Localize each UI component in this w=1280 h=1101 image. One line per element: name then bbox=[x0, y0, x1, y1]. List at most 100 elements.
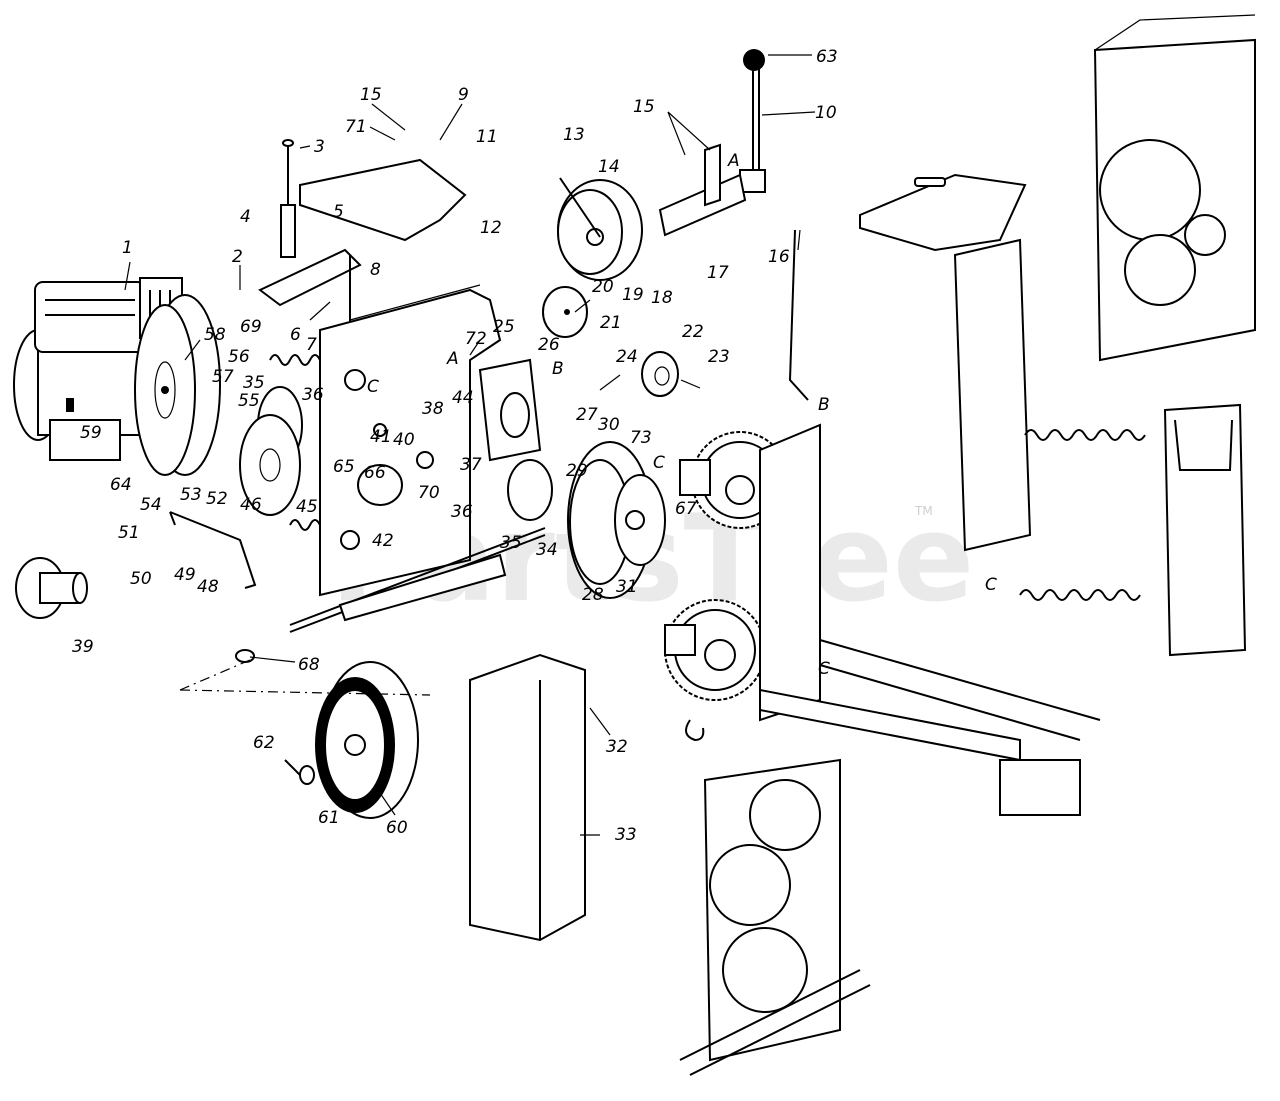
callout-44: 44 bbox=[452, 388, 474, 408]
callout-27: 27 bbox=[576, 405, 598, 425]
callout-16: 16 bbox=[768, 247, 790, 267]
callout-51: 51 bbox=[118, 523, 140, 543]
callout-32: 32 bbox=[606, 737, 628, 757]
watermark-trademark: TM bbox=[914, 504, 933, 518]
callout-11: 11 bbox=[476, 127, 498, 147]
callout-25: 25 bbox=[493, 317, 515, 337]
inset-top-right bbox=[1093, 14, 1256, 362]
callout-10: 10 bbox=[815, 103, 837, 123]
reference-letters: A A B B C C C C bbox=[367, 151, 997, 679]
callout-12: 12 bbox=[480, 218, 502, 238]
part-callouts: 1 2 3 4 5 6 7 8 9 10 11 12 13 14 15 15 1… bbox=[72, 47, 838, 845]
callout-39: 39 bbox=[72, 637, 94, 657]
callout-35a: 35 bbox=[243, 373, 265, 393]
callout-15b: 15 bbox=[633, 97, 655, 117]
callout-63: 63 bbox=[816, 47, 838, 67]
callout-70: 70 bbox=[418, 483, 440, 503]
inset-bottom bbox=[679, 758, 871, 1076]
callout-6: 6 bbox=[290, 325, 301, 345]
callout-46: 46 bbox=[240, 495, 262, 515]
callout-40: 40 bbox=[393, 430, 415, 450]
cover-plate bbox=[859, 173, 1027, 252]
callout-14: 14 bbox=[598, 157, 620, 177]
callout-30: 30 bbox=[598, 415, 620, 435]
callout-65: 65 bbox=[333, 457, 355, 477]
callout-23: 23 bbox=[708, 347, 730, 367]
callout-59: 59 bbox=[80, 423, 102, 443]
callout-53: 53 bbox=[180, 485, 202, 505]
callout-36b: 36 bbox=[451, 502, 473, 522]
callout-62: 62 bbox=[253, 733, 275, 753]
callout-33: 33 bbox=[615, 825, 637, 845]
shift-lever bbox=[739, 49, 766, 193]
callout-55: 55 bbox=[238, 391, 260, 411]
lower-sprocket bbox=[664, 599, 766, 701]
callout-64: 64 bbox=[110, 475, 132, 495]
callout-49: 49 bbox=[174, 565, 196, 585]
callout-71: 71 bbox=[345, 117, 367, 137]
callout-61: 61 bbox=[318, 808, 340, 828]
callout-9: 9 bbox=[458, 85, 469, 105]
callout-13: 13 bbox=[563, 125, 585, 145]
bracket-5 bbox=[258, 248, 362, 307]
callout-38: 38 bbox=[422, 399, 444, 419]
ref-c-spring: C bbox=[985, 575, 997, 595]
lever-bracket bbox=[658, 173, 747, 237]
callout-1: 1 bbox=[122, 238, 133, 258]
callout-5: 5 bbox=[333, 202, 344, 222]
callout-67: 67 bbox=[675, 499, 697, 519]
top-plate bbox=[299, 158, 467, 242]
ref-a-lever: A bbox=[727, 151, 740, 171]
callout-73: 73 bbox=[630, 428, 652, 448]
ref-b-rod: B bbox=[818, 395, 830, 415]
callout-42: 42 bbox=[372, 531, 394, 551]
callout-68: 68 bbox=[298, 655, 320, 675]
callout-3: 3 bbox=[314, 137, 325, 157]
side-plate bbox=[759, 423, 821, 722]
main-frame bbox=[319, 288, 502, 597]
washer bbox=[235, 649, 255, 663]
callout-20: 20 bbox=[592, 277, 614, 297]
callout-37: 37 bbox=[460, 455, 482, 475]
callout-34: 34 bbox=[536, 540, 558, 560]
drive-pulley bbox=[567, 441, 666, 599]
callout-18: 18 bbox=[651, 288, 673, 308]
callout-17: 17 bbox=[707, 263, 729, 283]
callout-19: 19 bbox=[622, 285, 644, 305]
callout-41: 41 bbox=[370, 427, 392, 447]
callout-8: 8 bbox=[370, 260, 381, 280]
ref-b-bracket: B bbox=[552, 359, 564, 379]
belt-guard bbox=[953, 238, 1032, 552]
callout-2: 2 bbox=[232, 247, 243, 267]
callout-58: 58 bbox=[204, 325, 226, 345]
inset-middle-right bbox=[1019, 403, 1247, 657]
callout-45: 45 bbox=[296, 497, 318, 517]
callout-60: 60 bbox=[386, 818, 408, 838]
ref-c-base: C bbox=[818, 659, 830, 679]
bolt-spacer bbox=[280, 139, 296, 258]
pulley-22 bbox=[641, 351, 679, 397]
callout-72: 72 bbox=[465, 329, 487, 349]
ref-c-sprocket: C bbox=[653, 453, 665, 473]
callout-48: 48 bbox=[197, 577, 219, 597]
callout-31: 31 bbox=[616, 577, 638, 597]
callout-7: 7 bbox=[306, 335, 317, 355]
callout-35b: 35 bbox=[500, 533, 522, 553]
callout-56: 56 bbox=[228, 347, 250, 367]
callout-4: 4 bbox=[240, 207, 251, 227]
shift-rod bbox=[788, 229, 809, 401]
callout-22: 22 bbox=[682, 322, 704, 342]
center-pulley bbox=[507, 459, 553, 521]
callout-54: 54 bbox=[140, 495, 162, 515]
wheel bbox=[315, 661, 419, 819]
callout-36a: 36 bbox=[302, 385, 324, 405]
idler-pulleys bbox=[239, 386, 303, 516]
callout-69: 69 bbox=[240, 317, 262, 337]
callout-28: 28 bbox=[582, 585, 604, 605]
callout-52: 52 bbox=[206, 489, 228, 509]
callout-29: 29 bbox=[566, 461, 588, 481]
callout-66: 66 bbox=[364, 463, 386, 483]
pulley-14 bbox=[557, 179, 643, 281]
callout-21: 21 bbox=[600, 313, 622, 333]
